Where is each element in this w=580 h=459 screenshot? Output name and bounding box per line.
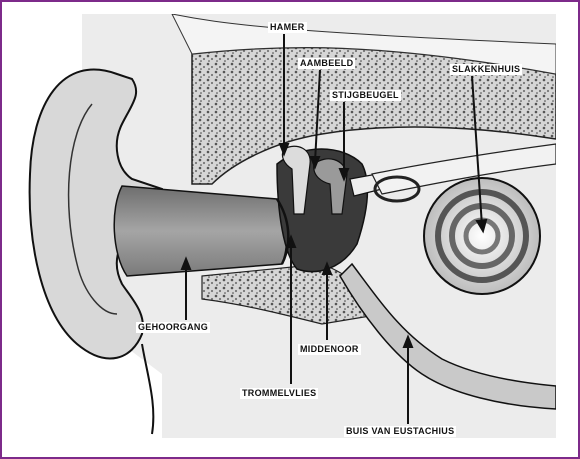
label-middenoor: MIDDENOOR — [298, 344, 361, 355]
ear-canal — [114, 186, 286, 276]
label-buis-van-eustachius: BUIS VAN EUSTACHIUS — [344, 426, 456, 437]
label-trommelvlies: TROMMELVLIES — [240, 388, 318, 399]
label-hamer: HAMER — [268, 22, 307, 33]
label-slakkenhuis: SLAKKENHUIS — [450, 64, 522, 75]
ear-cross-section-drawing — [22, 14, 556, 438]
label-stijgbeugel: STIJGBEUGEL — [330, 90, 401, 101]
label-gehoorgang: GEHOORGANG — [136, 322, 210, 333]
cochlea — [424, 178, 540, 294]
label-aambeeld: AAMBEELD — [298, 58, 355, 69]
ear-anatomy-figure: HAMER AAMBEELD STIJGBEUGEL SLAKKENHUIS G… — [22, 14, 556, 438]
